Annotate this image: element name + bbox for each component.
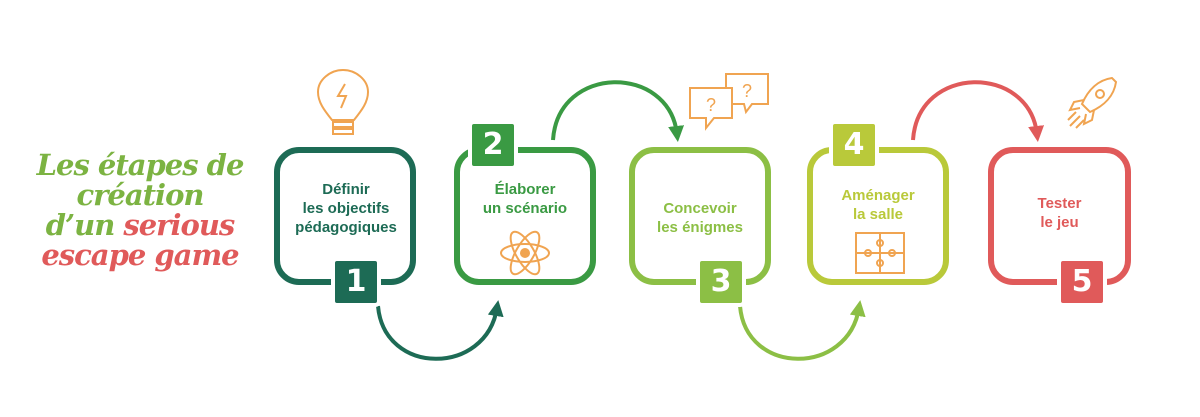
step-4-number: 4 <box>843 127 865 162</box>
step-2-box <box>454 147 596 285</box>
step-2-label: Élaborer un scénario <box>482 181 568 217</box>
title-line-3-part-1: d’un <box>45 208 124 242</box>
title-line-1: Les étapes de <box>36 148 245 182</box>
arrow-step3-to-step4 <box>738 300 866 361</box>
step-3: ? ? <box>629 73 771 307</box>
question-bubbles-icon: ? ? <box>689 73 769 131</box>
rocket-icon <box>1067 76 1118 129</box>
step-2-badge <box>468 120 518 170</box>
arrow-step1-to-step2 <box>376 300 504 361</box>
step-4 <box>807 120 949 285</box>
svg-text:?: ? <box>742 81 752 101</box>
step-1-number: 1 <box>345 264 367 299</box>
lightbulb-icon <box>316 68 370 135</box>
step-3-label: Concevoir les énigmes <box>657 200 743 236</box>
step-2 <box>454 120 596 285</box>
step-1 <box>274 68 416 307</box>
atom-icon <box>500 230 550 276</box>
infographic-title: Les étapes de création d’un serious esca… <box>20 150 260 270</box>
arrow-step4-to-step5 <box>911 80 1045 142</box>
title-line-3: d’un serious <box>20 210 260 240</box>
title-line-2: création <box>76 178 204 212</box>
step-1-label: Définir les objectifs pédagogiques <box>295 181 397 236</box>
step-3-badge <box>696 257 746 307</box>
step-5-number: 5 <box>1071 264 1093 299</box>
step-3-number: 3 <box>710 264 732 299</box>
step-4-label: Aménager la salle <box>841 187 915 223</box>
step-4-badge <box>829 120 879 170</box>
step-5-label: Tester le jeu <box>1037 195 1082 231</box>
arrow-step2-to-step3 <box>551 80 685 142</box>
step-2-number: 2 <box>482 127 504 162</box>
step-1-badge <box>331 257 381 307</box>
step-5 <box>988 76 1131 307</box>
title-line-3-part-2: serious <box>123 208 235 242</box>
svg-text:?: ? <box>706 95 716 115</box>
puzzle-icon <box>855 232 905 274</box>
step-5-badge <box>1057 257 1107 307</box>
title-line-4: escape game <box>41 238 239 272</box>
